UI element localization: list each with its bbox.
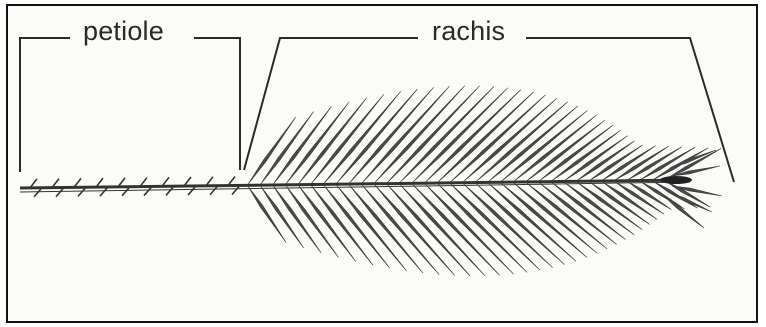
petiole-spine [56,189,63,197]
petiole-spine [122,188,129,196]
leaflet [311,186,373,266]
petiole-spine [232,187,239,195]
leaflet [299,98,367,184]
petiole-spine [78,188,85,196]
leaflet [438,184,527,272]
leaflet [489,106,578,181]
leaflet [425,90,521,183]
leaflet [375,86,465,183]
leaflet [413,88,508,183]
leaflet [438,92,533,182]
leaflet [463,184,552,268]
leaflet [425,184,513,274]
leaflet [451,95,546,182]
lower-leaflets [248,181,722,276]
leaflet [641,147,695,179]
leaflet [286,102,349,184]
leaflet [565,136,628,181]
upper-leaflets [248,86,721,185]
leaflet [273,106,331,183]
leaflet [324,185,390,268]
rachis-label: rachis [426,16,511,46]
leaflet [413,184,500,275]
petiole-bracket [20,38,240,172]
leaflet [577,182,642,229]
leaflet [666,148,721,179]
leaflet [565,182,634,234]
leaflet [476,184,565,265]
petiole-label: petiole [77,16,170,46]
petiole-spine [166,187,173,195]
leaflet [261,112,314,185]
leaflet [273,186,321,253]
petiole-spine [34,189,41,197]
petiole-spine [100,188,107,196]
petiole-spine [188,187,195,195]
leaflet [286,186,339,258]
leaflet [615,182,664,214]
leaflet [337,185,407,271]
petiole-spine [210,187,217,195]
frond-tip [660,176,692,184]
petiole-spine [144,188,151,196]
leaflet [451,184,540,270]
leaflet [362,86,449,183]
